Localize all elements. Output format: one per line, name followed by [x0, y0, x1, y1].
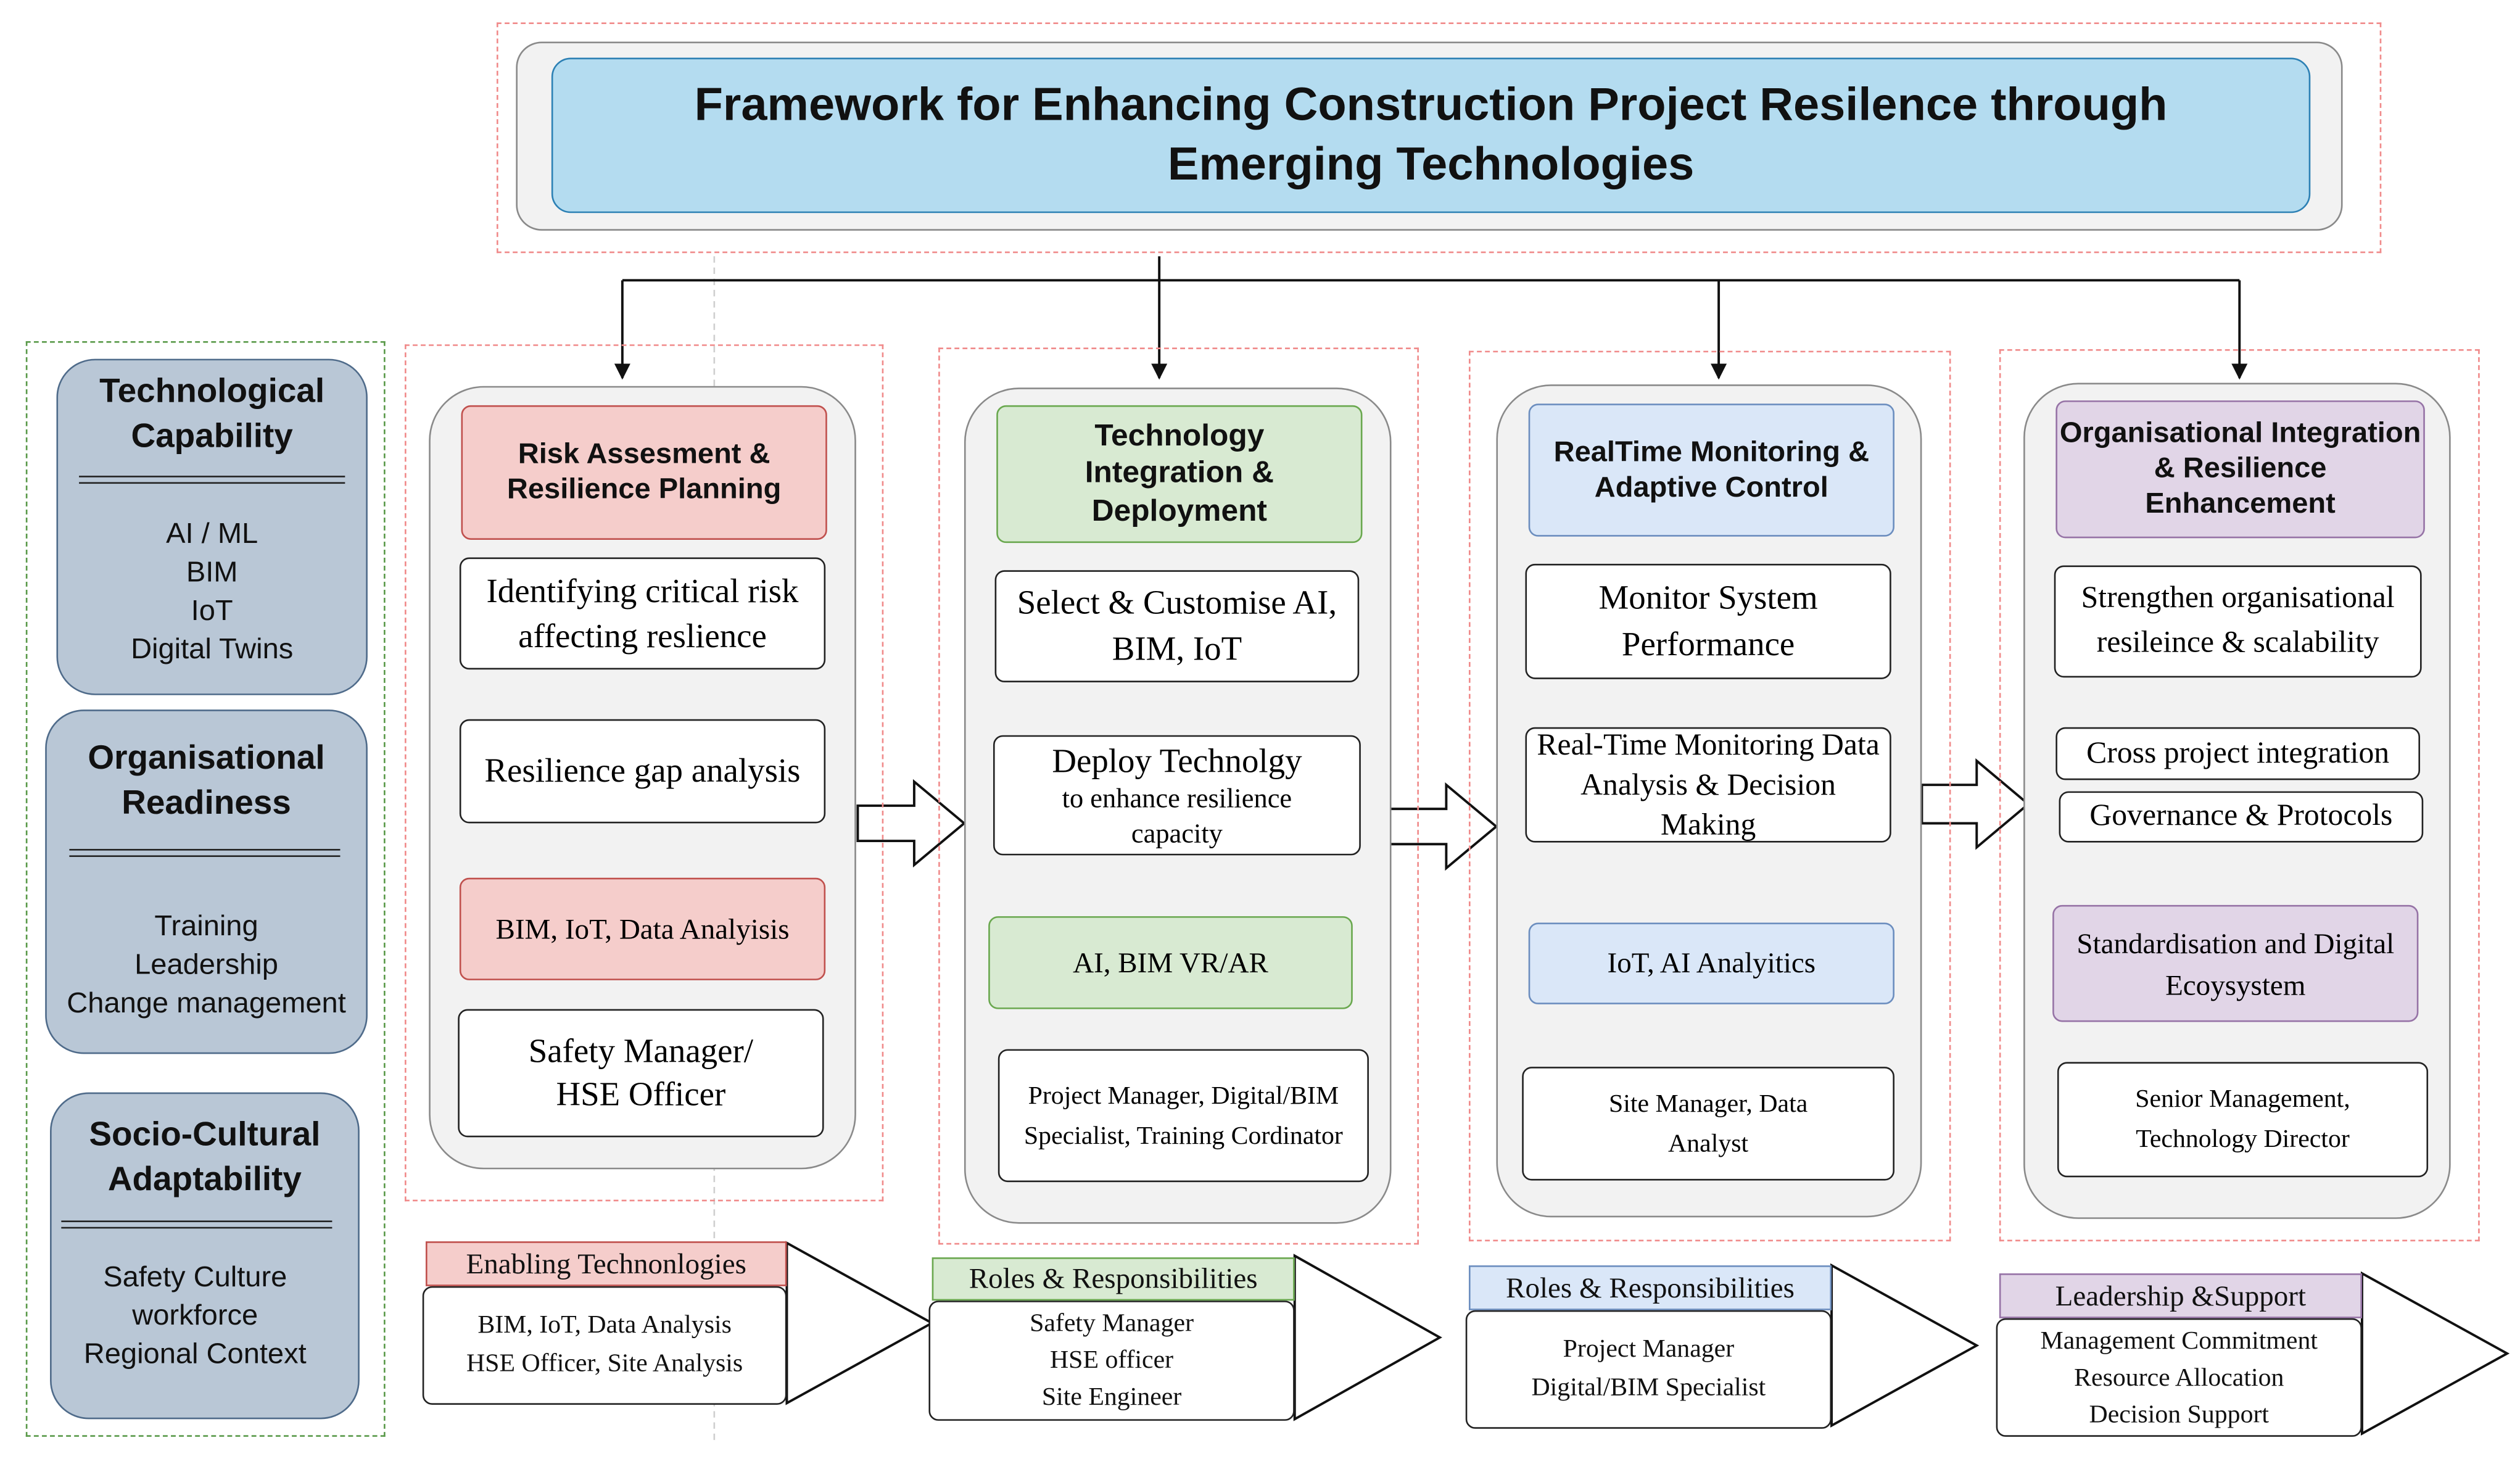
- phase-4-tech: Standardisation and Digital Ecoysystem: [2052, 904, 2419, 1022]
- phase-3-step-1: Monitor System Performance: [1525, 563, 1891, 679]
- sidebar-card-organisational: Organisational Readiness Training Leader…: [45, 709, 368, 1054]
- sidebar-card-items: AI / ML BIM IoT Digital Twins: [58, 514, 366, 668]
- phase-1-header: Risk Assesment & Resilience Planning: [461, 405, 827, 540]
- phase-2-roles: Project Manager, Digital/BIM Specialist,…: [998, 1049, 1369, 1183]
- divider: [69, 849, 341, 858]
- bottom-tag-1: Enabling Technonlogies: [425, 1241, 787, 1286]
- phase-1-roles: Safety Manager/ HSE Officer: [458, 1009, 824, 1138]
- phase-1-step-1: Identifying critical risk affecting resl…: [459, 557, 826, 670]
- sidebar-frame: [25, 341, 386, 1437]
- sidebar-item: Regional Context: [83, 1337, 307, 1370]
- phase-2-step-1: Select & Customise AI, BIM, IoT: [994, 570, 1360, 683]
- bottom-line: Management Commitment: [2040, 1327, 2318, 1355]
- bottom-triangle-1: [785, 1241, 935, 1405]
- bottom-box-3: Project Manager Digital/BIM Specialist: [1465, 1310, 1832, 1429]
- phase-3-step-2: Real-Time Monitoring Data Analysis & Dec…: [1525, 727, 1891, 843]
- sidebar-card-socio-cultural: Socio-Cultural Adaptability Safety Cultu…: [50, 1092, 360, 1420]
- sidebar-item: Safety Culture: [103, 1260, 287, 1293]
- bottom-line: Digital/BIM Specialist: [1531, 1374, 1766, 1402]
- sidebar-card-items: Safety Culture workforce Regional Contex…: [32, 1257, 358, 1373]
- sidebar-card-title: Organisational Readiness: [88, 740, 325, 822]
- bottom-triangle-3: [1830, 1263, 1980, 1428]
- sidebar-card-title: Technological Capability: [99, 373, 325, 456]
- bottom-triangle-2: [1293, 1254, 1442, 1421]
- bottom-triangle-4: [2360, 1271, 2510, 1436]
- sidebar-item: Digital Twins: [131, 632, 294, 665]
- phase-4-step-1: Strengthen organisational resileince & s…: [2054, 565, 2422, 678]
- bottom-line: Resource Allocation: [2074, 1363, 2284, 1391]
- phase-3-roles: Site Manager, Data Analyst: [1522, 1067, 1894, 1181]
- phase-4-step-2: Cross project integration: [2055, 727, 2421, 780]
- phase-4-roles: Senior Management, Technology Director: [2057, 1062, 2429, 1178]
- sidebar-item: AI / ML: [166, 517, 258, 550]
- sidebar-item: Training: [154, 909, 258, 942]
- bottom-box-4: Management Commitment Resource Allocatio…: [1996, 1318, 2362, 1437]
- bottom-line: Safety Manager: [1030, 1310, 1194, 1338]
- title-box: Framework for Enhancing Construction Pro…: [551, 57, 2311, 213]
- sidebar-item: BIM: [186, 555, 238, 588]
- sidebar-item: workforce: [132, 1299, 258, 1331]
- phase-1-frame: [405, 344, 884, 1202]
- bottom-tag-3: Roles & Responsibilities: [1468, 1265, 1832, 1310]
- bottom-box-1: BIM, IoT, Data Analysis HSE Officer, Sit…: [422, 1286, 787, 1405]
- phase-4-frame: [1999, 349, 2480, 1242]
- phase-2-header: Technology Integration & Deployment: [996, 405, 1363, 544]
- divider: [79, 476, 345, 484]
- phase-1-tech: BIM, IoT, Data Analyisis: [459, 877, 826, 980]
- phase-3-header: RealTime Monitoring & Adaptive Control: [1528, 403, 1894, 537]
- phase-3-tech: IoT, AI Analyitics: [1528, 922, 1894, 1004]
- page-title: Framework for Enhancing Construction Pro…: [694, 79, 2168, 190]
- phase-2-tech: AI, BIM VR/AR: [988, 916, 1353, 1009]
- bottom-tag-4: Leadership &Support: [1999, 1273, 2362, 1318]
- phase-1-step-2: Resilience gap analysis: [459, 719, 826, 824]
- bottom-line: BIM, IoT, Data Analysis: [477, 1312, 732, 1339]
- phase-4-step-3: Governance & Protocols: [2059, 791, 2424, 843]
- bottom-line: HSE Officer, Site Analysis: [466, 1350, 743, 1378]
- sidebar-card-items: Training Leadership Change management: [47, 907, 366, 1022]
- divider: [61, 1220, 333, 1229]
- bottom-line: Decision Support: [2089, 1400, 2270, 1428]
- title-frame: [496, 22, 2382, 254]
- sidebar-item: IoT: [191, 594, 233, 627]
- sidebar-card-title: Socio-Cultural Adaptability: [89, 1116, 321, 1199]
- sidebar-card-technological: Technological Capability AI / ML BIM IoT…: [56, 358, 368, 695]
- sidebar-item: Leadership: [134, 948, 278, 980]
- step-title: Deploy Technolgy: [1052, 740, 1302, 780]
- bottom-line: Project Manager: [1563, 1336, 1735, 1363]
- bottom-box-2: Safety Manager HSE officer Site Engineer: [928, 1301, 1295, 1421]
- phase-2-frame: [938, 347, 1419, 1245]
- step-subtitle: to enhance resilience capacity: [1062, 782, 1292, 848]
- phase-4-header: Organisational Integration & Resilience …: [2055, 400, 2425, 539]
- flow-arrow-3-4: [1920, 758, 2030, 850]
- bottom-line: Site Engineer: [1041, 1384, 1182, 1412]
- bottom-tag-2: Roles & Responsibilities: [932, 1257, 1295, 1301]
- phase-3-frame: [1468, 350, 1951, 1242]
- sidebar-item: Change management: [67, 986, 346, 1019]
- phase-2-step-2: Deploy Technolgy to enhance resilience c…: [993, 735, 1361, 856]
- bottom-line: HSE officer: [1049, 1347, 1174, 1375]
